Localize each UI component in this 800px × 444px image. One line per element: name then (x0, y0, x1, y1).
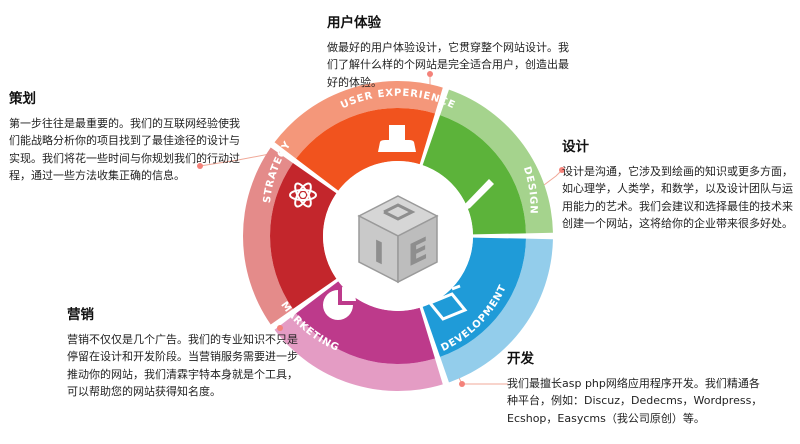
logo-letter-e: E (408, 231, 428, 275)
connector-dots (197, 71, 565, 387)
user-icon (378, 125, 416, 152)
section-text-strategy: 第一步往往是最重要的。我们的互联网经验使我们能战略分析你的项目找到了最佳途径的设… (9, 116, 240, 183)
segment-outer-strategy (243, 147, 293, 325)
screen-icon (427, 284, 468, 321)
section-title-marketing: 营销 (67, 307, 94, 323)
section-text-design: 设计是沟通，它涉及到绘画的知识或更多方面，如心理学，人类学，和数学，以及设计团队… (562, 164, 793, 231)
segment-inner-dev (422, 237, 526, 357)
section-design: 设计 设计是沟通，它涉及到绘画的知识或更多方面，如心理学，人类学，和数学，以及设… (562, 139, 797, 233)
section-title-strategy: 策划 (9, 91, 36, 107)
pie-chart-icon (323, 287, 356, 320)
segment-outer-dev (440, 238, 553, 383)
section-title-dev: 开发 (507, 351, 534, 367)
section-text-dev: 我们最擅长asp php网络应用程序开发。我们精通各种平台，例如：Discuz，… (507, 376, 763, 425)
dot-marketing (277, 325, 283, 331)
section-title-ux: 用户体验 (327, 15, 381, 31)
section-strategy: 策划 第一步往往是最重要的。我们的互联网经验使我们能战略分析你的项目找到了最佳途… (9, 91, 249, 185)
atom-icon (289, 182, 317, 208)
logo-letter-i: I (373, 234, 384, 273)
dot-strategy (197, 163, 203, 169)
segment-outer-design (440, 89, 553, 234)
section-marketing: 营销 营销不仅仅是几个广告。我们的专业知识不只是停留在设计和开发阶段。当营销服务… (67, 307, 303, 401)
section-title-design: 设计 (562, 139, 589, 155)
section-development: 开发 我们最擅长asp php网络应用程序开发。我们精通各种平台，例如：Disc… (507, 351, 769, 427)
section-text-ux: 做最好的用户体验设计，它贯穿整个网站设计。我们了解什么样的个网站是完全适合用户，… (327, 40, 569, 89)
wheel-segments (243, 81, 553, 391)
cube-logo: I E (357, 195, 439, 284)
segment-outer-mkt (274, 313, 443, 391)
section-text-marketing: 营销不仅仅是几个广告。我们的专业知识不只是停留在设计和开发阶段。当营销服务需要进… (67, 332, 298, 399)
connector-strategy (199, 151, 281, 167)
section-user-experience: 用户体验 做最好的用户体验设计，它贯穿整个网站设计。我们了解什么样的个网站是完全… (327, 15, 572, 91)
segment-outer-ux (274, 81, 443, 159)
segment-inner-strategy (270, 162, 337, 310)
pencil-icon (461, 179, 494, 212)
dot-ux (427, 71, 433, 77)
dot-design (559, 167, 565, 173)
dot-dev (459, 381, 465, 387)
segment-inner-design (422, 115, 526, 235)
